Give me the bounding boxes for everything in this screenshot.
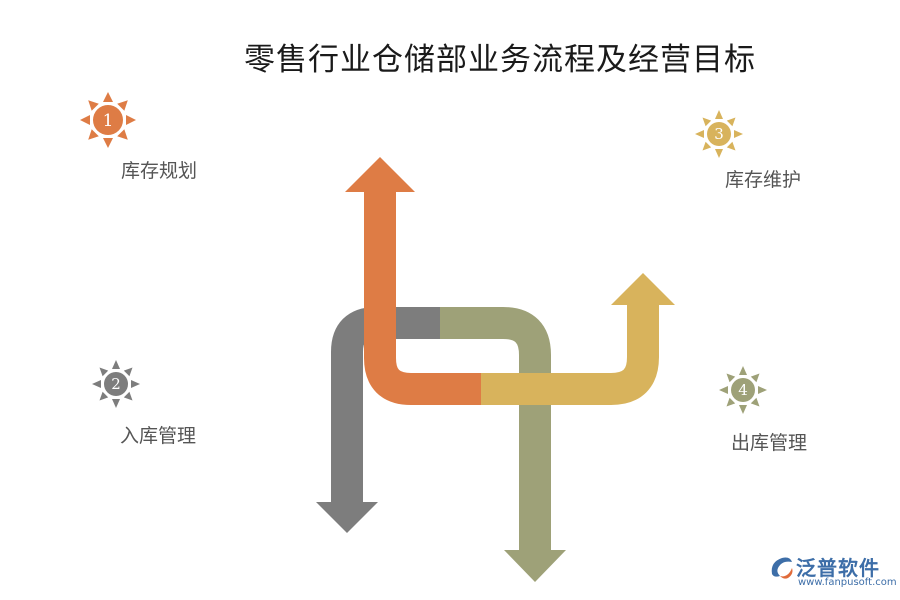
step-1-label: 库存规划 xyxy=(121,160,198,182)
step-4-label: 出库管理 xyxy=(731,432,808,454)
brand-logo-url: www.fanpusoft.com xyxy=(798,577,897,588)
orange-arrow xyxy=(345,157,481,405)
step-1-sun-icon: 1 xyxy=(79,91,137,149)
brand-logo-name: 泛普软件 xyxy=(796,556,880,580)
page-title: 零售行业仓储部业务流程及经营目标 xyxy=(244,42,756,78)
brand-logo: 泛普软件 www.fanpusoft.com xyxy=(768,552,897,594)
step-2-label: 入库管理 xyxy=(120,425,197,447)
step-3-sun-icon: 3 xyxy=(690,105,748,163)
gold-arrow xyxy=(481,273,675,405)
step-4-number: 4 xyxy=(738,381,748,399)
brand-logo-icon xyxy=(771,557,793,579)
step-3-number: 3 xyxy=(714,125,724,143)
step-2-sun-icon: 2 xyxy=(87,355,145,413)
step-2-number: 2 xyxy=(111,375,121,393)
step-3-label: 库存维护 xyxy=(725,169,802,191)
olive-arrow xyxy=(440,307,566,582)
step-4-sun-icon: 4 xyxy=(714,361,772,419)
step-1-number: 1 xyxy=(103,111,114,131)
